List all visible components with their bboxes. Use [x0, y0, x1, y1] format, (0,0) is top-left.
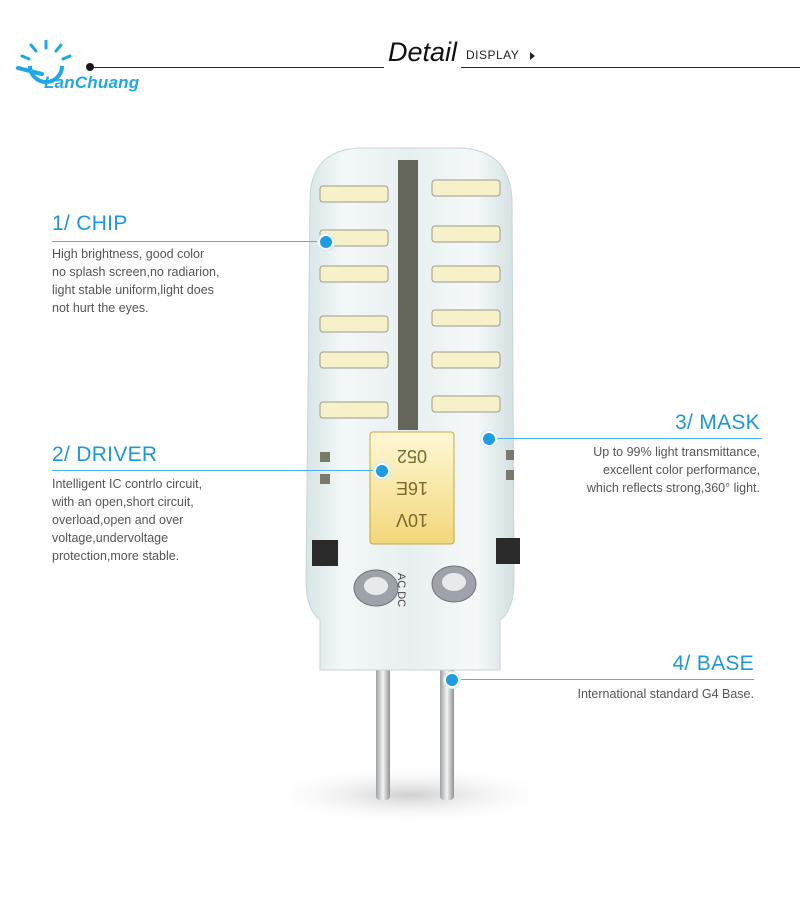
- capacitor-marking-mid: 16E: [396, 478, 428, 498]
- lanchuang-logo: [16, 40, 72, 84]
- pin-left: [376, 630, 390, 800]
- header-rule-dot: [86, 63, 94, 71]
- rectifier-chip-left: [312, 540, 338, 566]
- feature-mask-leader-line: [490, 438, 762, 439]
- g4-led-bulb-illustration: 052 16E 10V AC DC: [290, 147, 530, 825]
- feature-base-leader-line: [452, 679, 754, 680]
- brand-name: LanChuang: [44, 73, 140, 92]
- base-marking: AC DC: [395, 573, 407, 607]
- feature-mask-marker-dot: [481, 431, 497, 447]
- feature-chip-marker-dot: [318, 234, 334, 250]
- capacitor-marking-bottom: 10V: [396, 510, 428, 530]
- led-chips-right: [431, 179, 501, 413]
- feature-mask-title: 3/ MASK: [675, 411, 760, 434]
- smd-pad: [506, 470, 514, 480]
- smd-pad: [506, 450, 514, 460]
- smd-pad: [320, 474, 330, 484]
- floor-shadow: [290, 765, 530, 825]
- feature-base-marker-dot: [444, 672, 460, 688]
- feature-driver-description: Intelligent IC contrlo circuit, with an …: [52, 477, 203, 563]
- capacitor-marking-top: 052: [397, 446, 427, 466]
- feature-chip-title: 1/ CHIP: [52, 212, 128, 235]
- smd-pad: [320, 452, 330, 462]
- page-title: Detail: [384, 37, 462, 68]
- page-subtitle: DISPLAY: [466, 48, 534, 62]
- driver-capacitor: [369, 431, 455, 545]
- feature-base-title: 4/ BASE: [672, 652, 754, 675]
- feature-base-description: International standard G4 Base.: [577, 687, 754, 701]
- led-chips-left: [319, 185, 389, 419]
- feature-driver-title: 2/ DRIVER: [52, 443, 158, 466]
- feature-driver-leader-line: [52, 470, 376, 471]
- pcb-spine: [398, 160, 418, 430]
- feature-chip-description: High brightness, good color no splash sc…: [52, 247, 220, 315]
- feature-driver-marker-dot: [374, 463, 390, 479]
- sun-rays-icon: [20, 40, 72, 61]
- feature-chip-leader-line: [52, 241, 322, 242]
- feature-mask-description: Up to 99% light transmittance, excellent…: [586, 445, 760, 495]
- rectifier-chip-right: [496, 538, 520, 564]
- arrow-right-icon: [530, 52, 535, 60]
